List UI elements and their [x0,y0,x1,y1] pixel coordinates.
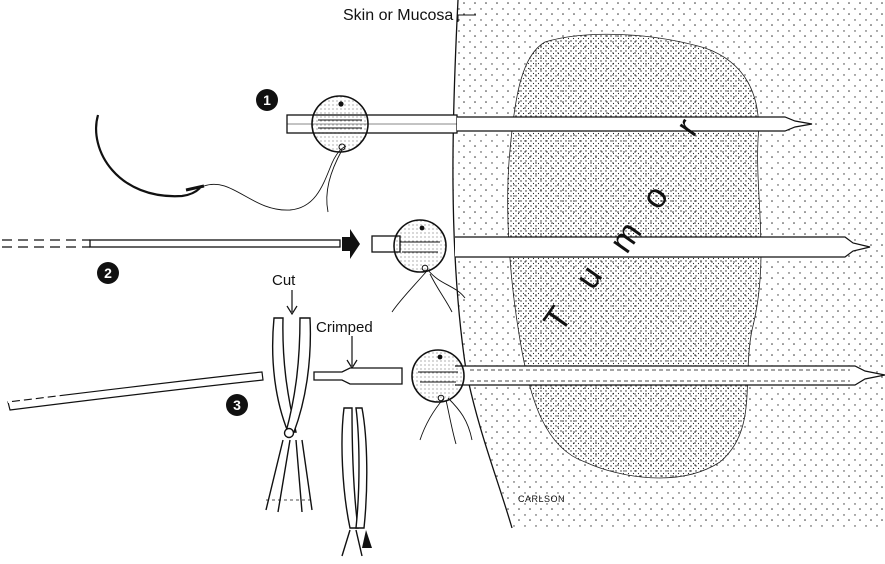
rod-3 [8,372,263,410]
cut-label: Cut [272,272,295,289]
artist-signature: CARLSON [518,494,565,504]
crimping-forceps-icon [342,408,367,556]
step-1-badge: 1 [256,89,278,111]
needle-2 [455,237,870,257]
skin-label: Skin or Mucosa [343,7,453,25]
needle-3 [455,366,885,385]
arrow-2 [342,229,360,259]
needle-eye-end [186,186,204,190]
suture-thread-2 [392,270,465,312]
step-2-badge: 2 [97,262,119,284]
suture-needle [96,115,200,196]
crimped-tube [314,368,402,384]
crimped-label: Crimped [316,319,373,336]
scissors-icon [266,318,312,512]
needle-1 [457,117,812,131]
rod-2 [90,240,340,247]
step-3-badge: 3 [226,394,248,416]
suture-thread-3 [420,398,472,444]
suture-thread-1 [204,146,346,210]
